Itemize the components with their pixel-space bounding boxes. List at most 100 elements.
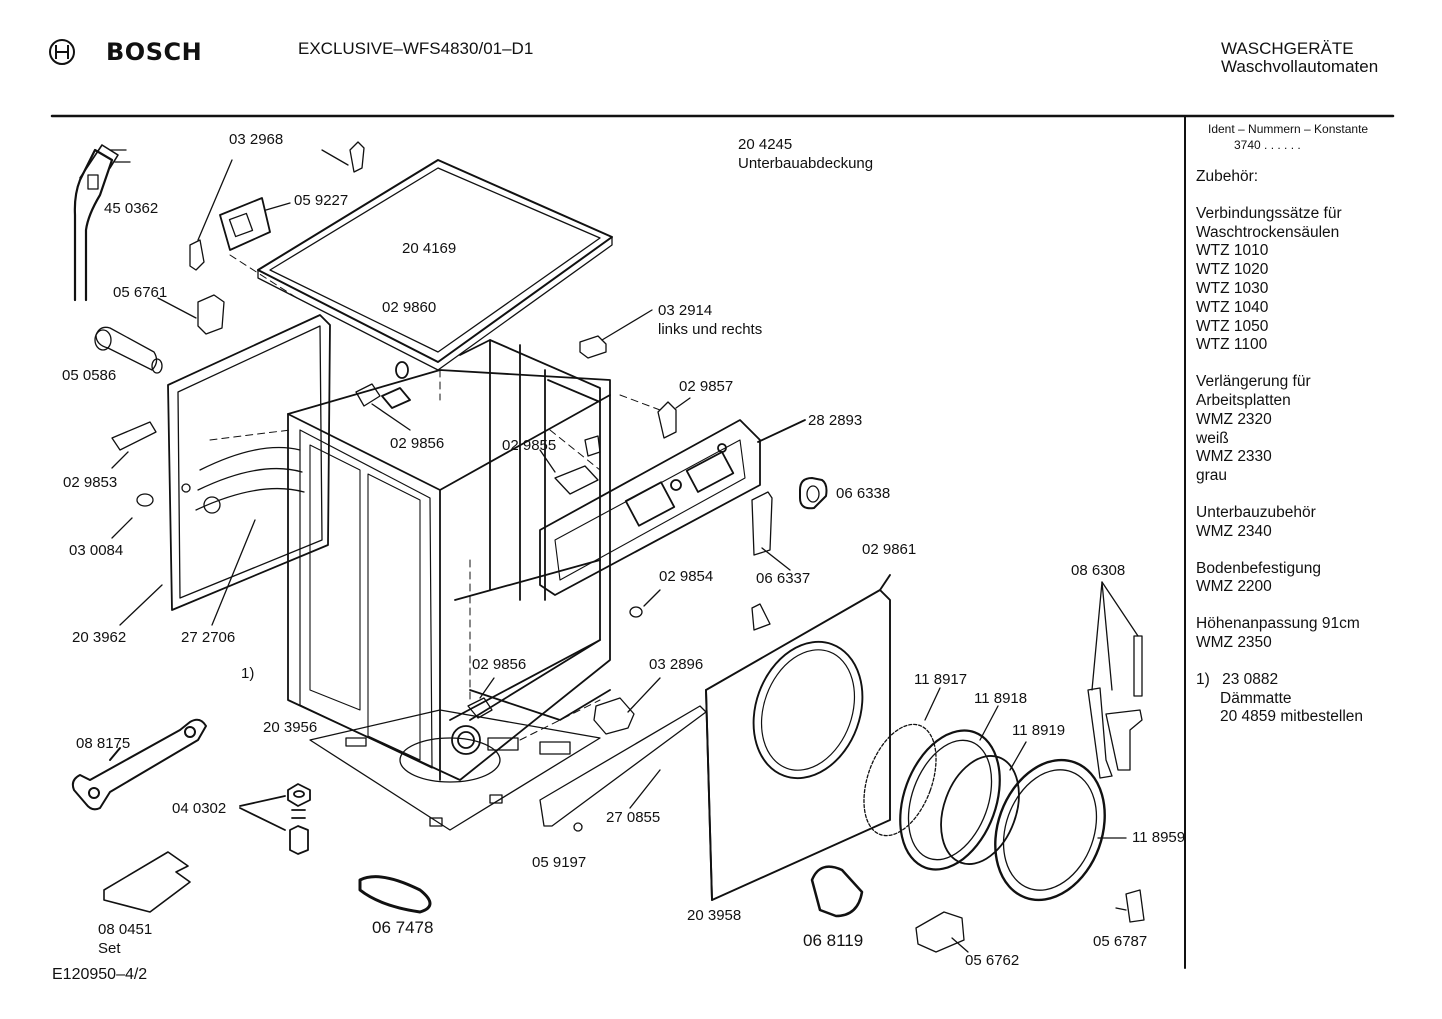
- footnote-part: 23 0882: [1222, 670, 1279, 688]
- bracket-029855-part: [554, 465, 599, 495]
- part-label: 45 0362: [104, 200, 159, 217]
- height-code: WMZ 2350: [1196, 633, 1272, 651]
- part-label: 02 9854: [659, 568, 714, 585]
- clip-056761-part: [197, 294, 225, 335]
- connection-sets-sub: Waschtrockensäulen: [1196, 223, 1340, 241]
- accessories-list: Zubehör: Verbindungssätze für Waschtrock…: [1196, 168, 1363, 727]
- door-ring-parts: [863, 687, 1127, 902]
- control-panel-part: [539, 419, 806, 596]
- wrench-part: [71, 718, 207, 811]
- part-label: 03 2896: [649, 656, 704, 673]
- base-plate-part: [309, 709, 601, 831]
- connection-set-item: WTZ 1030: [1196, 279, 1269, 297]
- part-label: 02 9857: [679, 378, 734, 395]
- bracket-small-part: [751, 603, 771, 631]
- part-label: 05 6787: [1093, 933, 1148, 950]
- part-label: 11 8959: [1132, 829, 1186, 846]
- hinge-086308-part: [1087, 581, 1143, 779]
- bracket-066337-part: [751, 491, 773, 556]
- model-title: EXCLUSIVE–WFS4830/01–D1: [298, 39, 534, 58]
- part-label: 02 9860: [382, 299, 437, 316]
- cap-029854-part: [629, 606, 643, 618]
- part-label: 04 0302: [172, 800, 227, 817]
- part-label: 02 9861: [862, 541, 917, 558]
- door-seal-068119-part: [810, 865, 864, 918]
- part-label: 20 3956: [263, 719, 318, 736]
- part-label: 02 9853: [63, 474, 118, 491]
- extension-code-2: WMZ 2330: [1196, 448, 1272, 466]
- cabinet-frame-part: [287, 339, 611, 781]
- floor-title: Bodenbefestigung: [1196, 559, 1321, 577]
- height-title: Höhenanpassung 91cm: [1196, 615, 1360, 633]
- part-label: 11 8918: [974, 690, 1028, 707]
- part-label: 02 9856: [390, 435, 445, 452]
- floor-code: WMZ 2200: [1196, 578, 1272, 596]
- connection-set-item: WTZ 1050: [1196, 317, 1269, 335]
- nut-bolt-part: [239, 783, 311, 855]
- part-label: 11 8919: [1012, 722, 1066, 739]
- connection-set-item: WTZ 1010: [1196, 242, 1269, 260]
- connection-set-item: WTZ 1020: [1196, 261, 1269, 279]
- part-label: 06 7478: [372, 918, 434, 937]
- part-label: links und rechts: [658, 321, 763, 338]
- connection-set-item: WTZ 1040: [1196, 298, 1269, 316]
- part-label: 1): [241, 665, 255, 682]
- accessories-title: Zubehör:: [1196, 168, 1259, 185]
- part-label: 02 9855: [502, 437, 557, 454]
- part-label: 05 9227: [294, 192, 349, 209]
- part-label: 27 2706: [181, 629, 236, 646]
- bosch-logo-icon: [48, 38, 76, 66]
- part-label: 06 8119: [803, 931, 864, 950]
- part-label: Unterbauabdeckung: [738, 155, 874, 172]
- extension-color-1: weiß: [1196, 429, 1229, 447]
- seal-066338-part: [799, 477, 828, 510]
- part-label: 06 6337: [756, 570, 811, 587]
- brand-wordmark: BOSCH: [106, 38, 203, 66]
- filter-050586-part: [94, 326, 163, 374]
- strip-270855-part: [539, 705, 707, 827]
- door-lock-part: [593, 697, 635, 735]
- part-label: 05 0586: [62, 367, 117, 384]
- extension-sub: Arbeitsplatten: [1196, 391, 1291, 409]
- clip-032914-part: [579, 335, 607, 359]
- underbuild-title: Unterbauzubehör: [1196, 503, 1316, 521]
- category-title: WASCHGERÄTE: [1221, 39, 1354, 58]
- part-label: 05 6761: [113, 284, 168, 301]
- part-label: 27 0855: [606, 809, 661, 826]
- cable-067478-part: [358, 875, 432, 914]
- connection-set-item: WTZ 1100: [1196, 336, 1268, 354]
- part-label: 20 4245: [738, 136, 793, 153]
- part-label: Set: [98, 940, 121, 957]
- part-label: 20 3958: [687, 907, 742, 924]
- front-panel-part: [705, 574, 891, 901]
- part-label: 20 4169: [402, 240, 457, 257]
- part-label: 05 6762: [965, 952, 1020, 969]
- part-label: 20 3962: [72, 629, 127, 646]
- power-cord-part: [73, 144, 131, 302]
- ident-value: 3740 . . . . . .: [1234, 138, 1301, 152]
- extension-color-2: grau: [1196, 467, 1228, 485]
- part-label: 05 9197: [532, 854, 587, 871]
- control-module-part: [219, 197, 291, 251]
- cap-030084-part: [136, 493, 154, 507]
- part-label: 08 0451: [98, 921, 153, 938]
- extension-code-1: WMZ 2320: [1196, 410, 1272, 428]
- part-label: 06 6338: [836, 485, 891, 502]
- ident-title: Ident – Nummern – Konstante: [1208, 122, 1369, 136]
- part-label: 03 2914: [658, 302, 713, 319]
- subcategory-title: Waschvollautomaten: [1221, 57, 1379, 76]
- part-label: 08 8175: [76, 735, 131, 752]
- footnote-note: 20 4859 mitbestellen: [1220, 708, 1364, 726]
- extension-title: Verlängerung für: [1196, 373, 1311, 391]
- part-label: 02 9856: [472, 656, 527, 673]
- screw-059197-part: [573, 822, 583, 832]
- clip-056787-part: [1125, 889, 1145, 923]
- clip-029857-part: [657, 401, 677, 439]
- footnote-name: Dämmatte: [1220, 689, 1292, 707]
- part-label: 03 2968: [229, 131, 284, 148]
- side-panel-part: [119, 314, 331, 626]
- hinge-clip-part: [189, 141, 365, 271]
- drawing-id: E120950–4/2: [52, 966, 148, 983]
- part-label: 03 0084: [69, 542, 124, 559]
